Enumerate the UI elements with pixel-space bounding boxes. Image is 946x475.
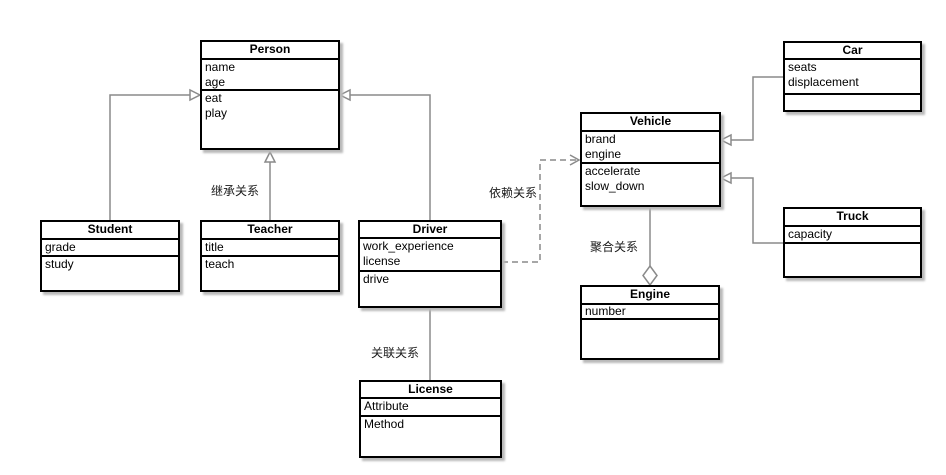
label-aggregation: 聚合关系 (590, 240, 639, 254)
inheritance-triangle-icon (263, 150, 277, 163)
attribute: grade (45, 240, 76, 254)
aggregation-diamond-icon (642, 264, 658, 287)
edge-car-vehicle[interactable] (731, 76, 783, 141)
edge-driver-vehicle[interactable] (502, 159, 576, 263)
class-engine[interactable]: Engine number (580, 285, 720, 360)
label-association: 关联关系 (371, 346, 420, 360)
class-attributes: capacity (785, 227, 920, 244)
method: accelerate (585, 164, 641, 178)
class-attributes: brand engine (582, 132, 719, 164)
attribute: brand (585, 132, 616, 146)
attribute: number (585, 305, 626, 318)
method: study (45, 257, 74, 271)
class-title: Car (785, 43, 920, 60)
class-license[interactable]: License Attribute Method (359, 380, 502, 458)
dependency-arrow-icon (569, 154, 581, 166)
class-teacher[interactable]: Teacher title teach (200, 220, 340, 292)
class-title: Engine (582, 287, 718, 305)
class-car[interactable]: Car seats displacement (783, 41, 922, 112)
label-dependency: 依赖关系 (489, 186, 538, 200)
class-attributes: grade (42, 240, 178, 257)
class-attributes: title (202, 240, 338, 257)
class-methods (785, 95, 920, 110)
class-methods: drive (360, 272, 500, 306)
class-methods: Method (361, 417, 500, 456)
class-title: Student (42, 222, 178, 240)
attribute: displacement (788, 75, 859, 89)
class-driver[interactable]: Driver work_experience license drive (358, 220, 502, 308)
class-methods (582, 320, 718, 358)
edge-student-person[interactable] (109, 94, 190, 220)
attribute: license (363, 254, 401, 268)
class-attributes: number (582, 305, 718, 320)
class-title: License (361, 382, 500, 399)
edge-driver-person[interactable] (350, 94, 431, 220)
class-title: Teacher (202, 222, 338, 240)
class-methods: eat play (202, 91, 338, 148)
class-vehicle[interactable]: Vehicle brand engine accelerate slow_dow… (580, 112, 721, 207)
attribute: name (205, 60, 236, 74)
class-attributes: name age (202, 60, 338, 91)
attribute: Attribute (364, 399, 409, 413)
method: play (205, 106, 228, 120)
method: eat (205, 91, 222, 105)
class-title: Driver (360, 222, 500, 239)
class-person[interactable]: Person name age eat play (200, 40, 340, 150)
class-attributes: seats displacement (785, 60, 920, 95)
class-methods: study (42, 257, 178, 290)
class-methods (785, 244, 920, 276)
inheritance-triangle-icon (719, 133, 732, 147)
inheritance-triangle-icon (189, 88, 202, 102)
class-title: Person (202, 42, 338, 60)
attribute: title (205, 240, 224, 254)
inheritance-triangle-icon (719, 171, 732, 185)
class-methods: teach (202, 257, 338, 290)
label-inheritance: 继承关系 (211, 184, 260, 198)
class-title: Vehicle (582, 114, 719, 132)
inheritance-triangle-icon (338, 88, 351, 102)
attribute: capacity (788, 227, 833, 241)
attribute: engine (585, 147, 622, 161)
method: drive (363, 272, 390, 286)
attribute: seats (788, 60, 817, 74)
method: Method (364, 417, 405, 431)
class-truck[interactable]: Truck capacity (783, 207, 922, 278)
class-student[interactable]: Student grade study (40, 220, 180, 292)
class-attributes: work_experience license (360, 239, 500, 272)
edge-truck-vehicle[interactable] (731, 177, 783, 244)
attribute: work_experience (363, 239, 454, 253)
class-attributes: Attribute (361, 399, 500, 417)
class-title: Truck (785, 209, 920, 227)
class-methods: accelerate slow_down (582, 164, 719, 205)
method: slow_down (585, 179, 645, 193)
method: teach (205, 257, 235, 271)
attribute: age (205, 75, 226, 89)
